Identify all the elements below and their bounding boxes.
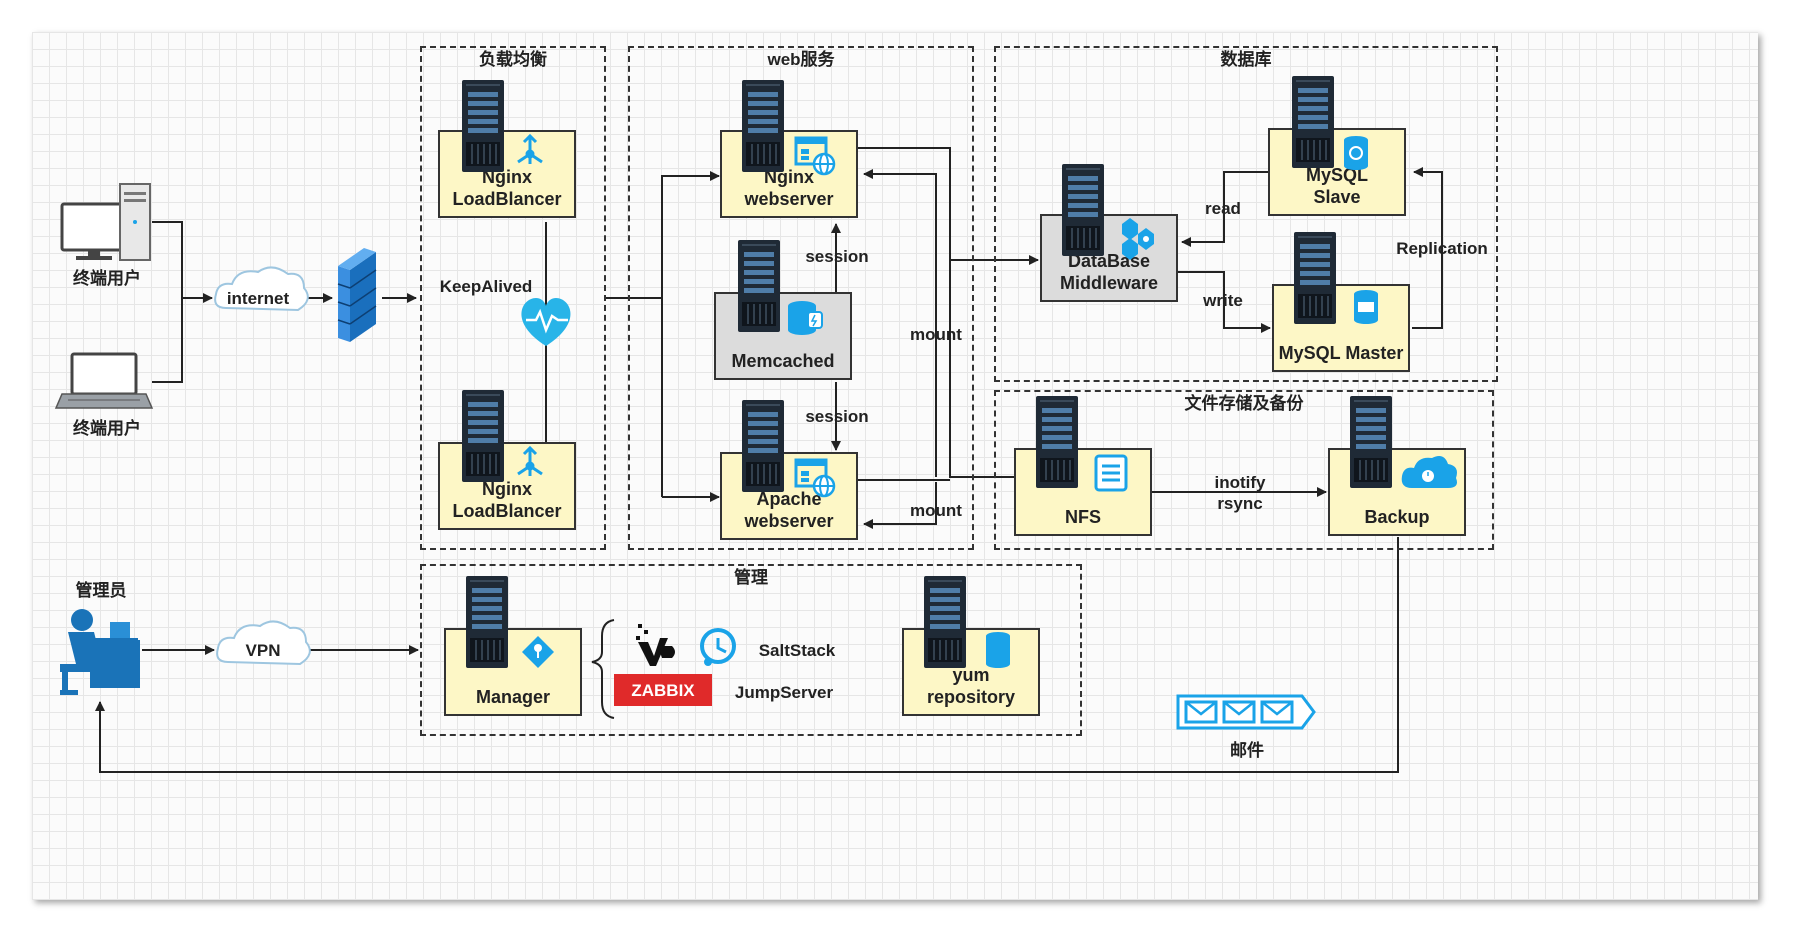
node-nginx-lb-1: Nginx LoadBlancer bbox=[438, 130, 576, 218]
node-mysql-master: MySQL Master bbox=[1272, 284, 1410, 372]
group-title: 数据库 bbox=[1220, 50, 1272, 69]
label-write: write bbox=[1203, 291, 1243, 310]
edge-mount-nginx-out bbox=[858, 147, 1022, 478]
server-icon bbox=[741, 399, 785, 493]
label-saltstack: SaltStack bbox=[758, 641, 836, 660]
label-terminal-user-laptop: 终端用户 bbox=[73, 419, 141, 438]
document-icon bbox=[1094, 454, 1128, 492]
label-terminal-user-pc: 终端用户 bbox=[73, 269, 141, 288]
desktop-pc-icon bbox=[60, 183, 151, 261]
backup-cloud-icon bbox=[1401, 456, 1457, 488]
server-icon bbox=[1293, 231, 1337, 325]
label-inotify-rsync: inotify rsync bbox=[1214, 473, 1266, 513]
server-icon bbox=[923, 575, 967, 669]
server-icon bbox=[465, 575, 509, 669]
saltstack-icon bbox=[700, 628, 736, 666]
edge-write bbox=[1178, 271, 1271, 333]
label-admin: 管理员 bbox=[75, 581, 127, 600]
load-balancer-icon bbox=[516, 134, 544, 166]
server-icon bbox=[461, 79, 505, 173]
heartbeat-icon bbox=[521, 298, 571, 346]
group-database: 数据库 bbox=[994, 46, 1498, 382]
edge-read bbox=[1181, 171, 1268, 247]
label-replication: Replication bbox=[1396, 239, 1488, 258]
label-mount-bottom: mount bbox=[910, 501, 962, 520]
cache-db-icon bbox=[788, 301, 823, 335]
node-mysql-slave: MySQL Slave bbox=[1268, 128, 1406, 216]
admin-person-icon bbox=[60, 609, 140, 695]
edge-pc-internet bbox=[152, 221, 213, 303]
group-load-balance: 负载均衡 bbox=[420, 46, 606, 550]
label-zabbix: ZABBIX bbox=[631, 681, 695, 700]
label-internet: internet bbox=[226, 289, 290, 308]
zabbix-logo bbox=[614, 674, 712, 706]
server-icon bbox=[1061, 163, 1105, 257]
edge-mount-nginx-in bbox=[863, 169, 937, 477]
label-mount-top: mount bbox=[910, 325, 962, 344]
node-memcached: Memcached bbox=[714, 292, 852, 380]
mail-icon bbox=[1176, 694, 1316, 730]
label-keepalived: KeepAlived bbox=[439, 277, 533, 296]
label-session-bottom: session bbox=[805, 407, 869, 426]
server-icon bbox=[741, 79, 785, 173]
server-icons bbox=[54, 75, 1457, 730]
label-jumpserver: JumpServer bbox=[734, 683, 834, 702]
middleware-hex-icon bbox=[1122, 218, 1154, 260]
mysql-master-db-icon bbox=[1354, 290, 1378, 324]
node-manager: Manager bbox=[444, 628, 582, 716]
group-management: 管理 bbox=[420, 564, 1082, 736]
firewall-icon bbox=[337, 248, 377, 342]
load-balancer-icon bbox=[516, 446, 544, 478]
node-nginx-lb-2: Nginx LoadBlancer bbox=[438, 442, 576, 530]
edge-mount-apache-in bbox=[863, 482, 937, 529]
vpn-cloud-icon bbox=[216, 620, 311, 666]
group-title: 文件存储及备份 bbox=[1184, 394, 1304, 413]
group-web-service: web服务 bbox=[628, 46, 974, 550]
group-title: web服务 bbox=[767, 50, 835, 69]
server-icon bbox=[737, 239, 781, 333]
repository-db-icon bbox=[986, 632, 1010, 668]
edge-replication bbox=[1412, 167, 1443, 329]
group-title: 管理 bbox=[734, 568, 768, 587]
group-title: 负载均衡 bbox=[479, 50, 547, 69]
server-icon bbox=[1035, 395, 1079, 489]
label-vpn: VPN bbox=[245, 641, 281, 660]
node-apache-web: Apache webserver bbox=[720, 452, 858, 540]
connectors bbox=[95, 147, 1443, 773]
jenkins-like-icon bbox=[636, 624, 675, 666]
laptop-icon bbox=[54, 352, 154, 409]
edge-web-nginx bbox=[661, 171, 720, 497]
edge-backup-admin bbox=[95, 537, 1399, 773]
web-page-icon bbox=[794, 136, 836, 176]
mysql-slave-db-icon bbox=[1344, 136, 1368, 170]
key-diamond-icon bbox=[522, 636, 554, 668]
label-session-top: session bbox=[805, 247, 869, 266]
label-mail: 邮件 bbox=[1230, 741, 1264, 760]
tools-brace bbox=[591, 619, 615, 719]
group-file-storage: 文件存储及备份 bbox=[994, 390, 1494, 550]
diagram-canvas: 负载均衡 web服务 数据库 文件存储及备份 管理 Nginx LoadBlan… bbox=[32, 32, 1758, 900]
label-read: read bbox=[1205, 199, 1241, 218]
server-icon bbox=[461, 389, 505, 483]
web-page-icon bbox=[794, 458, 836, 498]
internet-cloud-icon bbox=[214, 266, 309, 312]
edge-laptop-internet bbox=[152, 298, 183, 383]
server-icon bbox=[1349, 395, 1393, 489]
server-icon bbox=[1291, 75, 1335, 169]
